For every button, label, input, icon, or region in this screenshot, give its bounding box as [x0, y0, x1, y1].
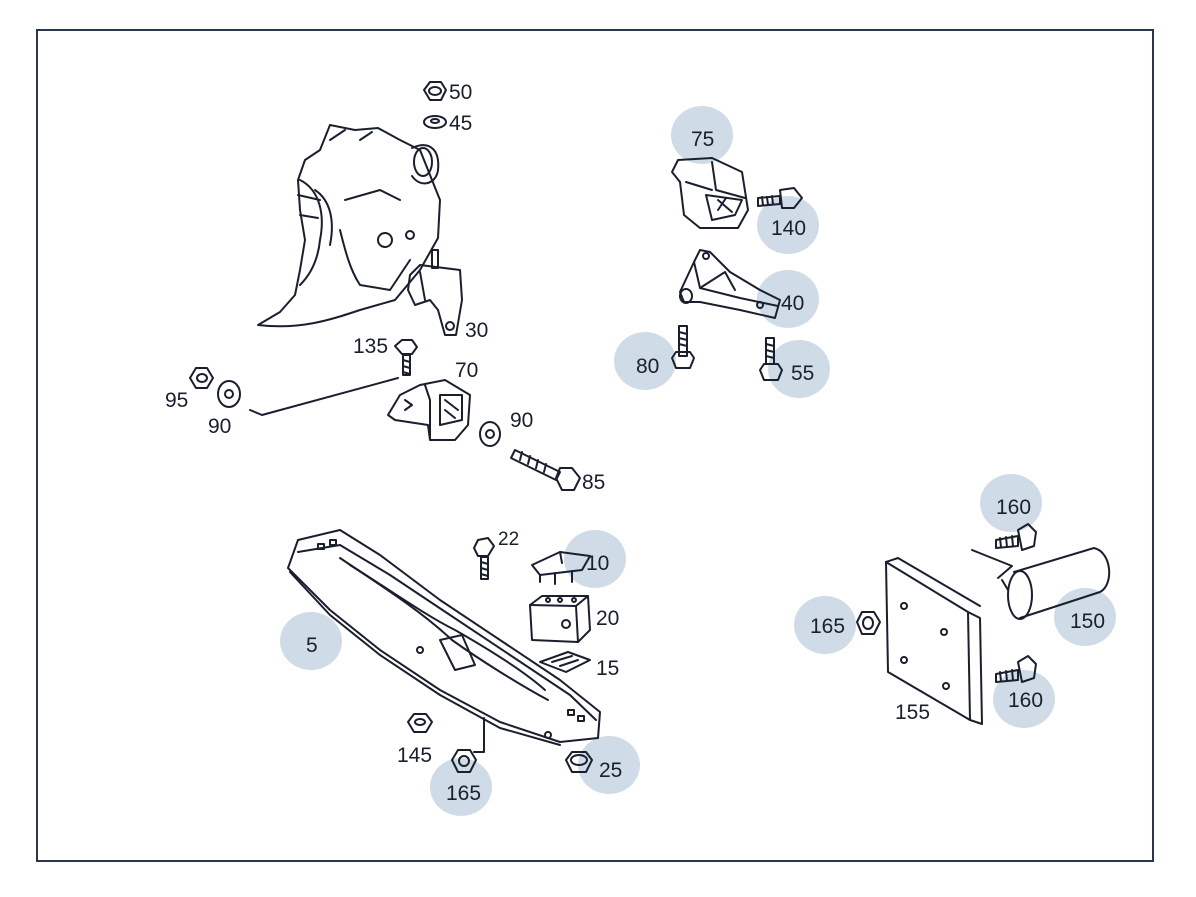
- part-165-nut-left: [451, 749, 477, 773]
- callout-80: 80: [636, 355, 660, 378]
- highlight-40: [757, 270, 819, 328]
- callout-150: 150: [1070, 610, 1106, 633]
- callout-55: 55: [791, 362, 815, 385]
- highlight-5: [280, 612, 342, 670]
- part-95-nut: [189, 367, 214, 389]
- callout-22: 22: [498, 529, 520, 550]
- part-160-bolt-top: [995, 523, 1037, 551]
- highlight-160-bottom: [993, 670, 1055, 728]
- callout-90-left: 90: [208, 415, 232, 438]
- highlight-75: [671, 106, 733, 164]
- part-55-bolt: [759, 337, 783, 381]
- callout-165-right: 165: [810, 615, 846, 638]
- part-80-bolt: [671, 325, 695, 369]
- diagram-frame: [36, 29, 1154, 862]
- engine-block: [257, 124, 441, 328]
- callout-95: 95: [165, 389, 189, 412]
- part-150-cylinder: [971, 547, 1111, 620]
- callout-155: 155: [895, 701, 931, 724]
- callout-160-bottom: 160: [1008, 689, 1044, 712]
- highlight-10: [564, 530, 626, 588]
- part-140-bolt: [757, 187, 803, 209]
- callout-10: 10: [586, 552, 610, 575]
- part-155-plate: [885, 557, 983, 725]
- part-160-bolt-bottom: [995, 655, 1037, 683]
- part-40-bracket: [679, 249, 781, 319]
- callout-165-left: 165: [446, 782, 482, 805]
- callout-5: 5: [306, 634, 318, 657]
- callout-75: 75: [691, 128, 715, 151]
- leader-line-165: [473, 717, 485, 753]
- highlight-165-left: [430, 758, 492, 816]
- part-75-mount: [671, 157, 749, 229]
- callout-70: 70: [455, 359, 479, 382]
- part-30-bracket: [407, 249, 463, 336]
- part-90-washer-left: [217, 380, 241, 408]
- part-25-nut: [565, 751, 593, 773]
- callout-85: 85: [582, 471, 606, 494]
- part-70-mount: [387, 379, 471, 441]
- callout-25: 25: [599, 759, 623, 782]
- highlight-80: [614, 332, 676, 390]
- highlight-55: [768, 340, 830, 398]
- callout-45: 45: [449, 112, 473, 135]
- part-10-bracket: [531, 551, 591, 585]
- leader-line-95: [249, 377, 399, 416]
- callout-90-right: 90: [510, 409, 534, 432]
- callout-50: 50: [449, 81, 473, 104]
- part-90-washer-right: [479, 421, 501, 447]
- highlight-160-top: [980, 474, 1042, 532]
- highlight-165-right: [794, 596, 856, 654]
- part-85-bolt: [510, 449, 581, 491]
- callout-40: 40: [781, 292, 805, 315]
- part-20-block: [529, 595, 591, 643]
- callout-20: 20: [596, 607, 620, 630]
- part-5-crossmember: [287, 529, 601, 746]
- part-50-nut: [423, 81, 447, 101]
- part-145-nut: [407, 713, 433, 733]
- callout-145: 145: [397, 744, 433, 767]
- callout-15: 15: [596, 657, 620, 680]
- callout-160-top: 160: [996, 496, 1032, 519]
- highlight-25: [578, 736, 640, 794]
- part-45-washer: [423, 115, 447, 129]
- callout-30: 30: [465, 319, 489, 342]
- part-135-bolt: [394, 339, 418, 376]
- part-165-nut-right: [856, 611, 881, 635]
- part-22-bolt: [473, 537, 495, 580]
- callout-140: 140: [771, 217, 807, 240]
- part-15-plate: [539, 651, 591, 673]
- callout-135: 135: [353, 335, 389, 358]
